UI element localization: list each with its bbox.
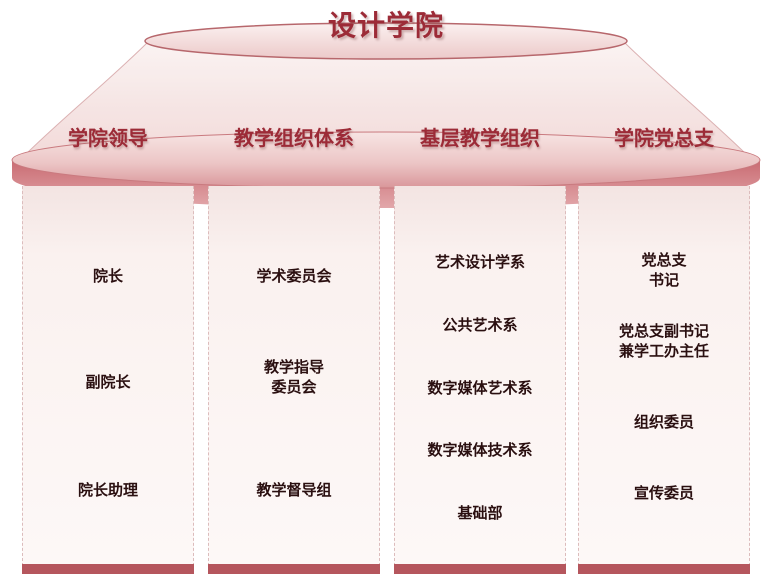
column-base [394,564,566,574]
org-unit-label: 学术委员会 [256,267,332,285]
column-panel-teaching-organization [208,186,380,566]
column-title-teaching-organization: 教学组织体系 [234,126,354,150]
org-unit-label: 组织委员 [633,413,694,431]
org-unit-label: 副院长 [85,373,131,391]
column-panel-party-branch [578,186,750,566]
org-unit-label: 教学指导委员会 [263,358,324,396]
org-unit-label: 数字媒体技术系 [427,441,533,459]
org-unit-label: 党总支书记 [641,251,687,289]
column-title-leadership: 学院领导 [68,126,148,150]
column-title-basic-teaching: 基层教学组织 [420,126,540,150]
org-unit-label: 艺术设计学系 [434,253,525,271]
org-unit-label: 宣传委员 [633,484,694,502]
column-base [22,564,194,574]
org-unit-label: 公共艺术系 [442,316,518,334]
org-unit-label: 党总支副书记兼学工办主任 [618,322,709,360]
column-base [578,564,750,574]
org-unit-label: 教学督导组 [256,481,332,499]
org-unit-label: 院长助理 [77,481,138,499]
column-title-party-branch: 学院党总支 [614,126,714,150]
column-panel-leadership [22,186,194,566]
org-unit-label: 基础部 [457,504,503,522]
org-unit-label: 数字媒体艺术系 [427,379,533,397]
org-unit-label: 院长 [92,267,123,285]
column-base [208,564,380,574]
chart-title: 设计学院 [327,9,444,42]
column-panel-basic-teaching [394,186,566,566]
